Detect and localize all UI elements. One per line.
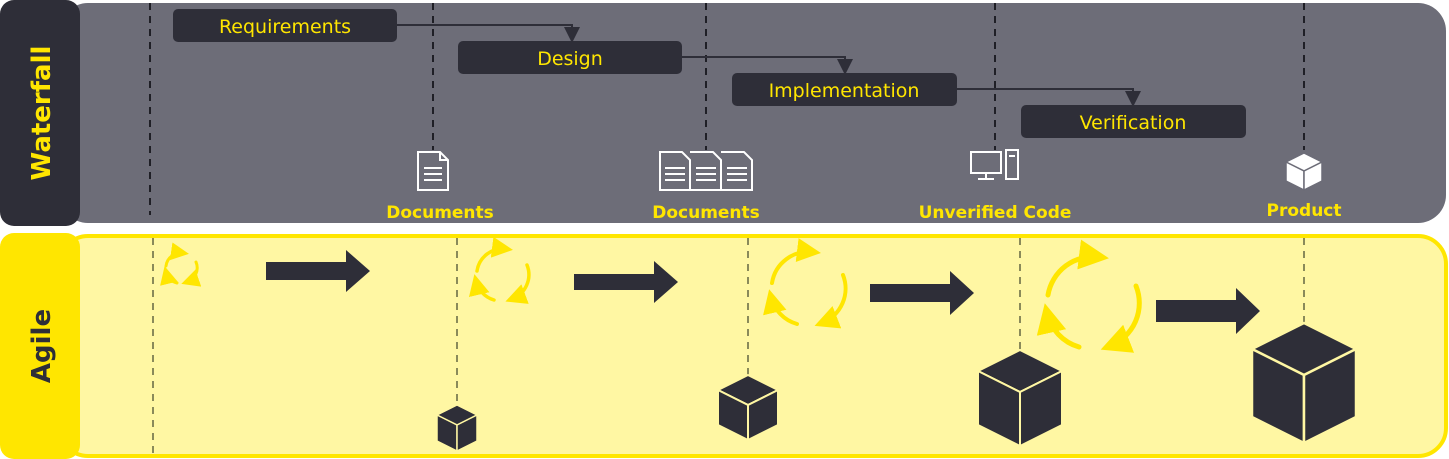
product-box-icon: [1249, 321, 1359, 446]
cycle-arrows-icon: [160, 242, 202, 287]
waterfall-lane-background: [60, 3, 1446, 223]
agile-lane-header: [0, 233, 80, 459]
phase-box-background: [173, 9, 397, 42]
computer-icon: [970, 149, 1019, 180]
progress-arrow: [266, 250, 370, 292]
phase-box: Verification: [1021, 105, 1246, 138]
connector-arrow: [397, 24, 580, 43]
deliverable-label: Unverified Code: [919, 203, 1072, 223]
phase-label: Verification: [1080, 112, 1187, 134]
progress-arrow: [870, 271, 974, 315]
document-icon: [417, 151, 449, 191]
connector-arrow: [682, 56, 853, 75]
agile-lane-label: Agile: [27, 309, 57, 383]
product-box-icon: [975, 348, 1065, 448]
cycle-arrows-icon: [468, 236, 531, 304]
product-box-icon: [1284, 152, 1324, 192]
progress-arrow: [574, 261, 678, 303]
cycle-arrows-icon: [763, 238, 848, 329]
phase-box: Requirements: [173, 9, 397, 42]
progress-arrow: [1156, 288, 1260, 334]
agile-separators: [152, 238, 1305, 456]
product-box-icon: [435, 404, 479, 453]
deliverable-label: Product: [1267, 201, 1342, 221]
phase-box: Implementation: [732, 73, 957, 106]
phase-box-background: [1021, 105, 1246, 138]
phase-label: Design: [537, 48, 603, 70]
phase-box-background: [458, 41, 682, 74]
phase-box-background: [732, 73, 957, 106]
product-box-icon: [715, 373, 781, 442]
waterfall-lane-label: Waterfall: [27, 46, 57, 181]
waterfall-lane: Waterfall: [0, 0, 1446, 226]
phase-label: Implementation: [769, 80, 920, 102]
waterfall-separators: [149, 3, 1305, 215]
cycle-arrows-icon: [1036, 239, 1142, 353]
phase-label: Requirements: [219, 16, 351, 38]
phase-connectors: [397, 24, 1141, 107]
phase-box: Design: [458, 41, 682, 74]
agile-lane: Agile: [0, 233, 1448, 459]
documents-stack-icon: [659, 151, 753, 191]
deliverable-label: Documents: [386, 203, 494, 223]
connector-arrow: [957, 88, 1141, 107]
waterfall-lane-header: [0, 0, 80, 226]
deliverable-label: Documents: [652, 203, 760, 223]
